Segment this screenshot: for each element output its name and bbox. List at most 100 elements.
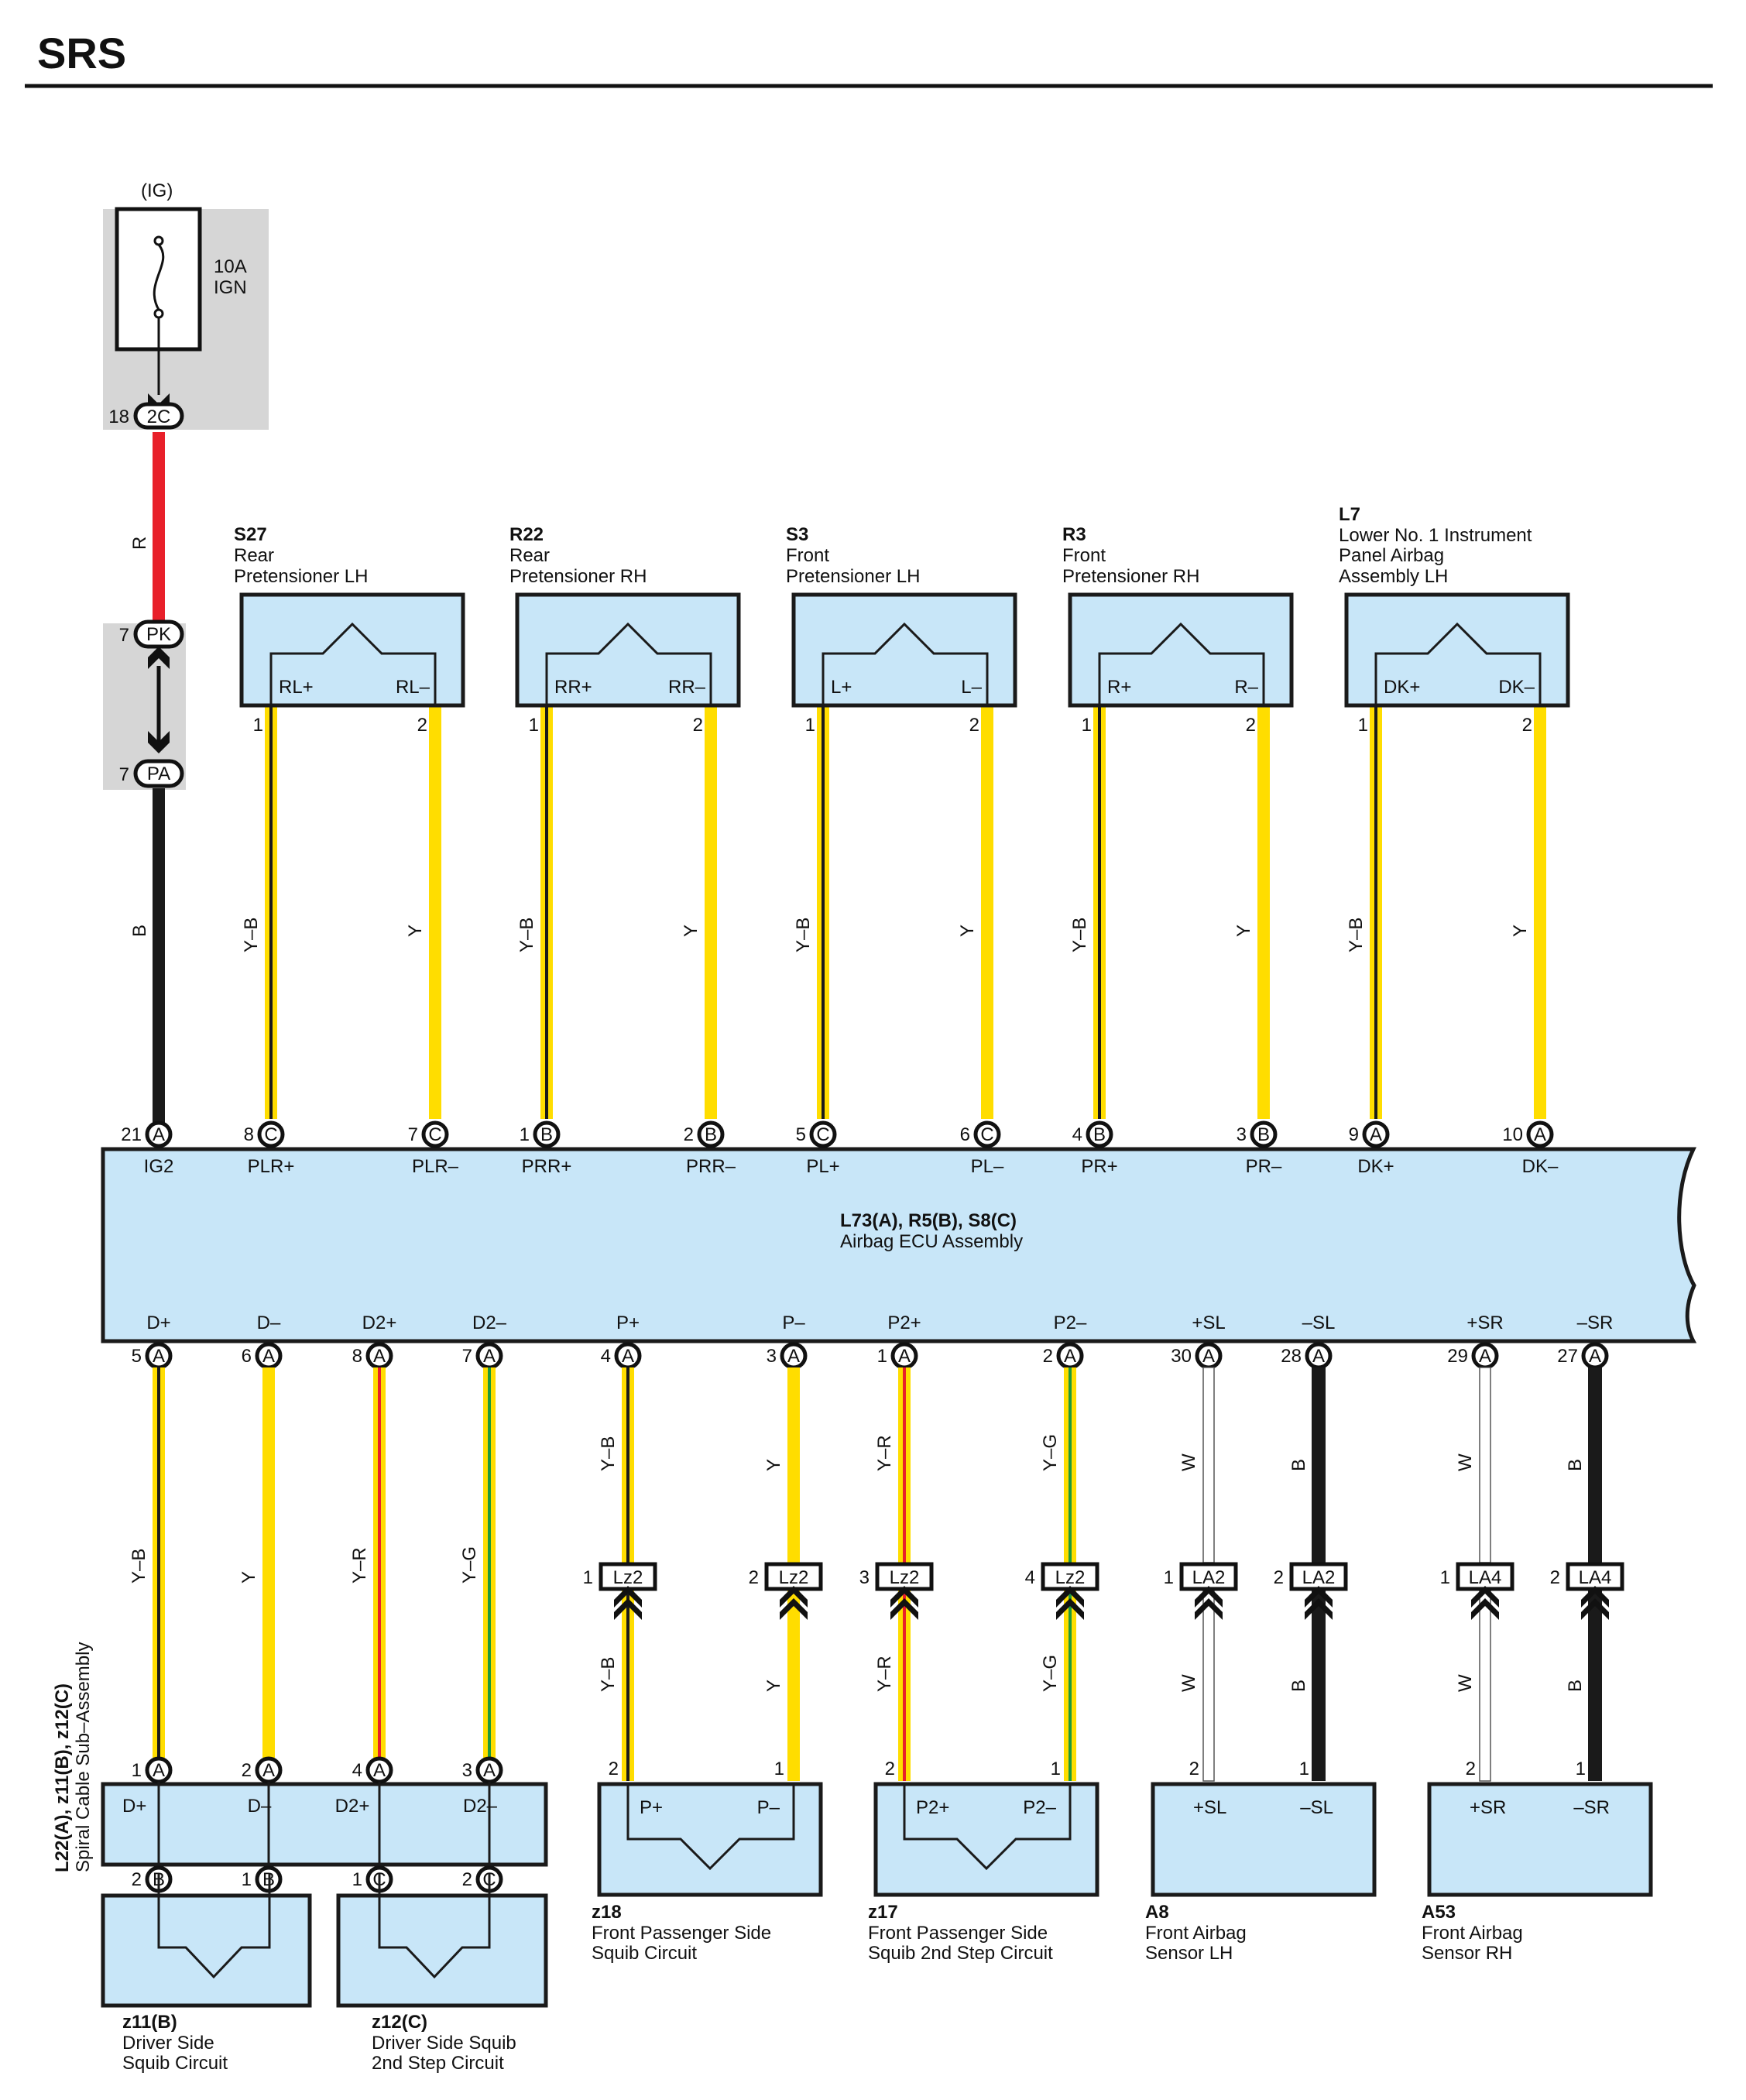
wire-label: Y (1233, 925, 1254, 937)
wire-label: Y–B (129, 1549, 149, 1584)
spiral-bottom-pin-num: 2 (132, 1869, 142, 1890)
wire-pre-0-l (265, 706, 277, 1119)
ecu-bottom-pin-label: –SL (1302, 1312, 1336, 1333)
ecu-top-pin: C (809, 1120, 837, 1148)
wire-label: Y (681, 925, 701, 937)
ecu-top-pin-num: 2 (684, 1124, 694, 1145)
squib-symbol (545, 622, 712, 705)
pretensioner-num-r: 2 (1522, 715, 1532, 736)
ecu-bottom-pin: A (780, 1342, 808, 1370)
ecu-top-pin-letter: C (816, 1124, 829, 1145)
pretensioner-pin-l: RL+ (279, 677, 314, 698)
spiral-bottom-pin-num: 2 (462, 1869, 472, 1890)
driver-squib-id: z11(B) (122, 2012, 177, 2033)
junction-code: Lz2 (779, 1567, 809, 1588)
driver-squib-2nd-id: z12(C) (372, 2012, 427, 2033)
device-pin-num: 2 (1466, 1759, 1476, 1779)
driver-squib-symbol (157, 1874, 271, 1979)
wire-label: Y–B (1346, 918, 1367, 952)
ecu-bottom-pin-label: P+ (616, 1312, 640, 1333)
wire-label: B (1565, 1459, 1586, 1471)
ecu-top-pin-letter: C (980, 1124, 993, 1145)
pretensioner-name1: Lower No. 1 Instrument (1339, 525, 1532, 546)
ecu-top-pin-letter: C (264, 1124, 277, 1145)
pretensioner-pin-r: RR– (668, 677, 706, 698)
squib-symbol (822, 622, 989, 705)
ecu-bottom-pin-num: 1 (877, 1346, 887, 1367)
wire-pre-1-r (705, 706, 717, 1119)
wire-label: Y (957, 925, 978, 937)
wire-junc-bot-6 (1479, 1588, 1491, 1782)
ecu-bottom-pin-letter: A (898, 1346, 911, 1367)
device-pin-num: 1 (1576, 1759, 1586, 1779)
wire-spiral-2 (373, 1367, 386, 1758)
pretensioner-name2: Pretensioner RH (509, 566, 647, 587)
device-pin-l: +SL (1193, 1797, 1226, 1818)
wire-junc-bot-5 (1312, 1589, 1326, 1781)
ecu-bottom-pin: A (365, 1342, 393, 1370)
spiral-pin-label: D– (248, 1796, 272, 1817)
wire-pre-3-r (1257, 706, 1270, 1119)
junction-num: 2 (1550, 1567, 1560, 1588)
pretensioner-num-r: 2 (417, 715, 427, 736)
ecu-top-pin-num: 7 (408, 1124, 418, 1145)
ecu-bottom-pin-label: P– (782, 1312, 805, 1333)
squib-symbol (626, 1784, 795, 1871)
wire-label: Y–R (874, 1656, 895, 1692)
wire-junc-bot-0 (622, 1589, 634, 1781)
wire-label: W (1178, 1674, 1199, 1692)
device-pin-l: P+ (640, 1797, 663, 1818)
device-name1: Front Airbag (1422, 1923, 1523, 1944)
device-id: A8 (1145, 1902, 1169, 1923)
ecu-top-pin-num: 21 (121, 1124, 142, 1145)
wire-label: B (1288, 1680, 1309, 1692)
connector-pk-code: PK (146, 624, 171, 645)
pretensioner-name3: Assembly LH (1339, 566, 1448, 587)
junction-num: 2 (749, 1567, 759, 1588)
ecu-bottom-pin: A (1305, 1342, 1333, 1370)
squib-symbol (1098, 622, 1265, 705)
page-title: SRS (37, 29, 126, 77)
ecu-bottom-pin-letter: A (1479, 1346, 1491, 1367)
wire-junc-top-7 (1588, 1367, 1602, 1563)
ecu-top-pin-label: DK+ (1357, 1156, 1394, 1177)
ecu-top-pin-num: 1 (520, 1124, 530, 1145)
wire-pre-2-r (981, 706, 993, 1119)
ecu-top-pin-num: 6 (960, 1124, 970, 1145)
pretensioner-pin-r: RL– (396, 677, 430, 698)
ecu-bottom-pin-num: 30 (1171, 1346, 1192, 1367)
ecu-top-pin: B (1086, 1120, 1113, 1148)
junction-code: Lz2 (890, 1567, 920, 1588)
squib-symbol (269, 622, 437, 705)
ecu-top-pin-letter: B (1093, 1124, 1106, 1145)
wire-label: Y–B (598, 1436, 619, 1471)
wire-label: W (1178, 1453, 1199, 1471)
ecu-bottom-pin: A (255, 1342, 283, 1370)
ecu-top-pin-label: DK– (1522, 1156, 1559, 1177)
junction-code: Lz2 (613, 1567, 643, 1588)
driver-squib-2nd-name2: 2nd Step Circuit (372, 2053, 504, 2074)
wire-r-label: R (129, 537, 150, 550)
ecu-top-pin-num: 10 (1502, 1124, 1523, 1145)
pretensioner-pin-r: R– (1234, 677, 1258, 698)
junction-num: 1 (1440, 1567, 1450, 1588)
wire-junc-top-6 (1479, 1367, 1491, 1563)
ecu-bottom-pin-letter: A (153, 1346, 165, 1367)
connector-2c-num: 18 (108, 407, 129, 427)
spiral-top-pin: A (255, 1756, 283, 1784)
spiral-bottom-pin-num: 1 (242, 1869, 252, 1890)
ecu-bottom-pin-letter: A (622, 1346, 634, 1367)
wire-junc-bot-3 (1064, 1589, 1076, 1781)
spiral-top-pin-num: 4 (352, 1760, 362, 1781)
device-pin-r: –SL (1300, 1797, 1333, 1818)
spiral-cable-name: Spiral Cable Sub–Assembly (73, 1642, 94, 1872)
pretensioner-num-r: 2 (693, 715, 703, 736)
ecu-top-pin-label: PLR– (412, 1156, 459, 1177)
pretensioner-id: R22 (509, 524, 544, 545)
wire-label: Y–R (874, 1435, 895, 1471)
